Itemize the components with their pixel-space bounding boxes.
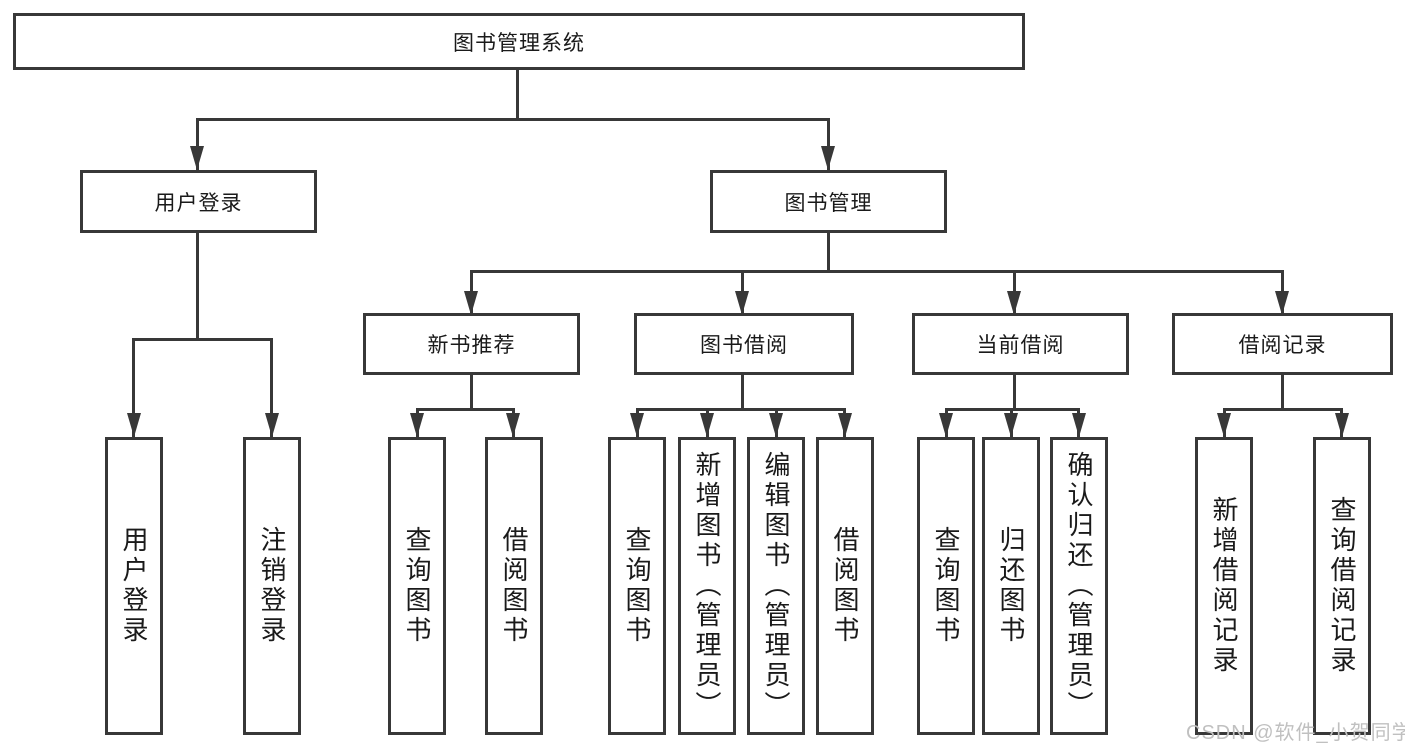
node-user-login: 用户登录 <box>80 170 317 233</box>
node-book-management: 图书管理 <box>710 170 947 233</box>
arrow-down-icon <box>1004 413 1018 437</box>
leaf-label: 确认归还（管理员） <box>1064 451 1094 721</box>
leaf-add-book-admin: 新增图书（管理员） <box>678 437 736 735</box>
node-label: 图书管理系统 <box>453 31 585 55</box>
node-label: 借阅记录 <box>1238 334 1327 357</box>
node-label: 新书推荐 <box>427 334 516 357</box>
connector <box>132 338 273 341</box>
node-root: 图书管理系统 <box>13 13 1025 70</box>
arrow-down-icon <box>1007 291 1021 315</box>
connector <box>827 233 830 270</box>
arrow-down-icon <box>939 413 953 437</box>
node-label: 用户登录 <box>154 191 243 215</box>
leaf-label: 用户登录 <box>119 526 149 646</box>
node-label: 图书管理 <box>784 191 873 215</box>
node-book-borrowing: 图书借阅 <box>634 313 854 375</box>
leaf-edit-book-admin: 编辑图书（管理员） <box>747 437 805 735</box>
connector <box>516 70 519 118</box>
arrow-down-icon <box>410 413 424 437</box>
leaf-query-books-borrow: 查询图书 <box>608 437 666 735</box>
node-label: 图书借阅 <box>700 334 788 357</box>
leaf-query-books-recommend: 查询图书 <box>388 437 446 735</box>
connector <box>270 341 273 437</box>
arrow-down-icon <box>700 413 714 437</box>
node-new-book-recommendation: 新书推荐 <box>363 313 580 375</box>
connector <box>470 270 1284 273</box>
arrow-down-icon <box>735 291 749 315</box>
node-borrowing-records: 借阅记录 <box>1172 313 1393 375</box>
arrow-down-icon <box>769 413 783 437</box>
leaf-return-books: 归还图书 <box>982 437 1040 735</box>
leaf-label: 借阅图书 <box>830 526 860 646</box>
connector <box>196 118 830 121</box>
watermark: CSDN @软件_小贺同学 <box>1186 722 1405 744</box>
leaf-label: 注销登录 <box>257 526 287 646</box>
connector <box>945 408 1080 411</box>
leaf-query-books-current: 查询图书 <box>917 437 975 735</box>
leaf-label: 查询图书 <box>402 526 432 646</box>
leaf-borrow-books: 借阅图书 <box>816 437 874 735</box>
connector <box>1013 375 1016 408</box>
leaf-borrow-books-recommend: 借阅图书 <box>485 437 543 735</box>
node-current-borrowing: 当前借阅 <box>912 313 1129 375</box>
connector <box>1281 375 1284 408</box>
arrow-down-icon <box>1072 413 1086 437</box>
arrow-down-icon <box>190 146 204 170</box>
arrow-down-icon <box>1217 413 1231 437</box>
arrow-down-icon <box>506 413 520 437</box>
leaf-label: 归还图书 <box>996 526 1026 646</box>
arrow-down-icon <box>630 413 644 437</box>
node-label: 当前借阅 <box>976 334 1065 357</box>
connector <box>741 375 744 408</box>
connector <box>636 408 846 411</box>
connector <box>416 408 515 411</box>
arrow-down-icon <box>1335 413 1349 437</box>
arrow-down-icon <box>464 291 478 315</box>
leaf-user-login: 用户登录 <box>105 437 163 735</box>
arrow-down-icon <box>1275 291 1289 315</box>
leaf-label: 编辑图书（管理员） <box>761 451 791 721</box>
leaf-label: 借阅图书 <box>499 526 529 646</box>
arrow-down-icon <box>838 413 852 437</box>
leaf-label: 查询图书 <box>622 526 652 646</box>
arrow-down-icon <box>127 413 141 437</box>
leaf-add-borrow-record: 新增借阅记录 <box>1195 437 1253 735</box>
connector <box>132 341 135 437</box>
leaf-label: 查询图书 <box>931 526 961 646</box>
leaf-query-borrow-record: 查询借阅记录 <box>1313 437 1371 735</box>
leaf-logout: 注销登录 <box>243 437 301 735</box>
leaf-confirm-return-admin: 确认归还（管理员） <box>1050 437 1108 735</box>
connector <box>196 233 199 338</box>
connector <box>1223 408 1343 411</box>
arrow-down-icon <box>821 146 835 170</box>
arrow-down-icon <box>265 413 279 437</box>
connector <box>827 121 830 170</box>
leaf-label: 查询借阅记录 <box>1327 496 1357 676</box>
connector <box>470 375 473 408</box>
leaf-label: 新增图书（管理员） <box>692 451 722 721</box>
leaf-label: 新增借阅记录 <box>1209 496 1239 676</box>
connector <box>196 121 199 170</box>
